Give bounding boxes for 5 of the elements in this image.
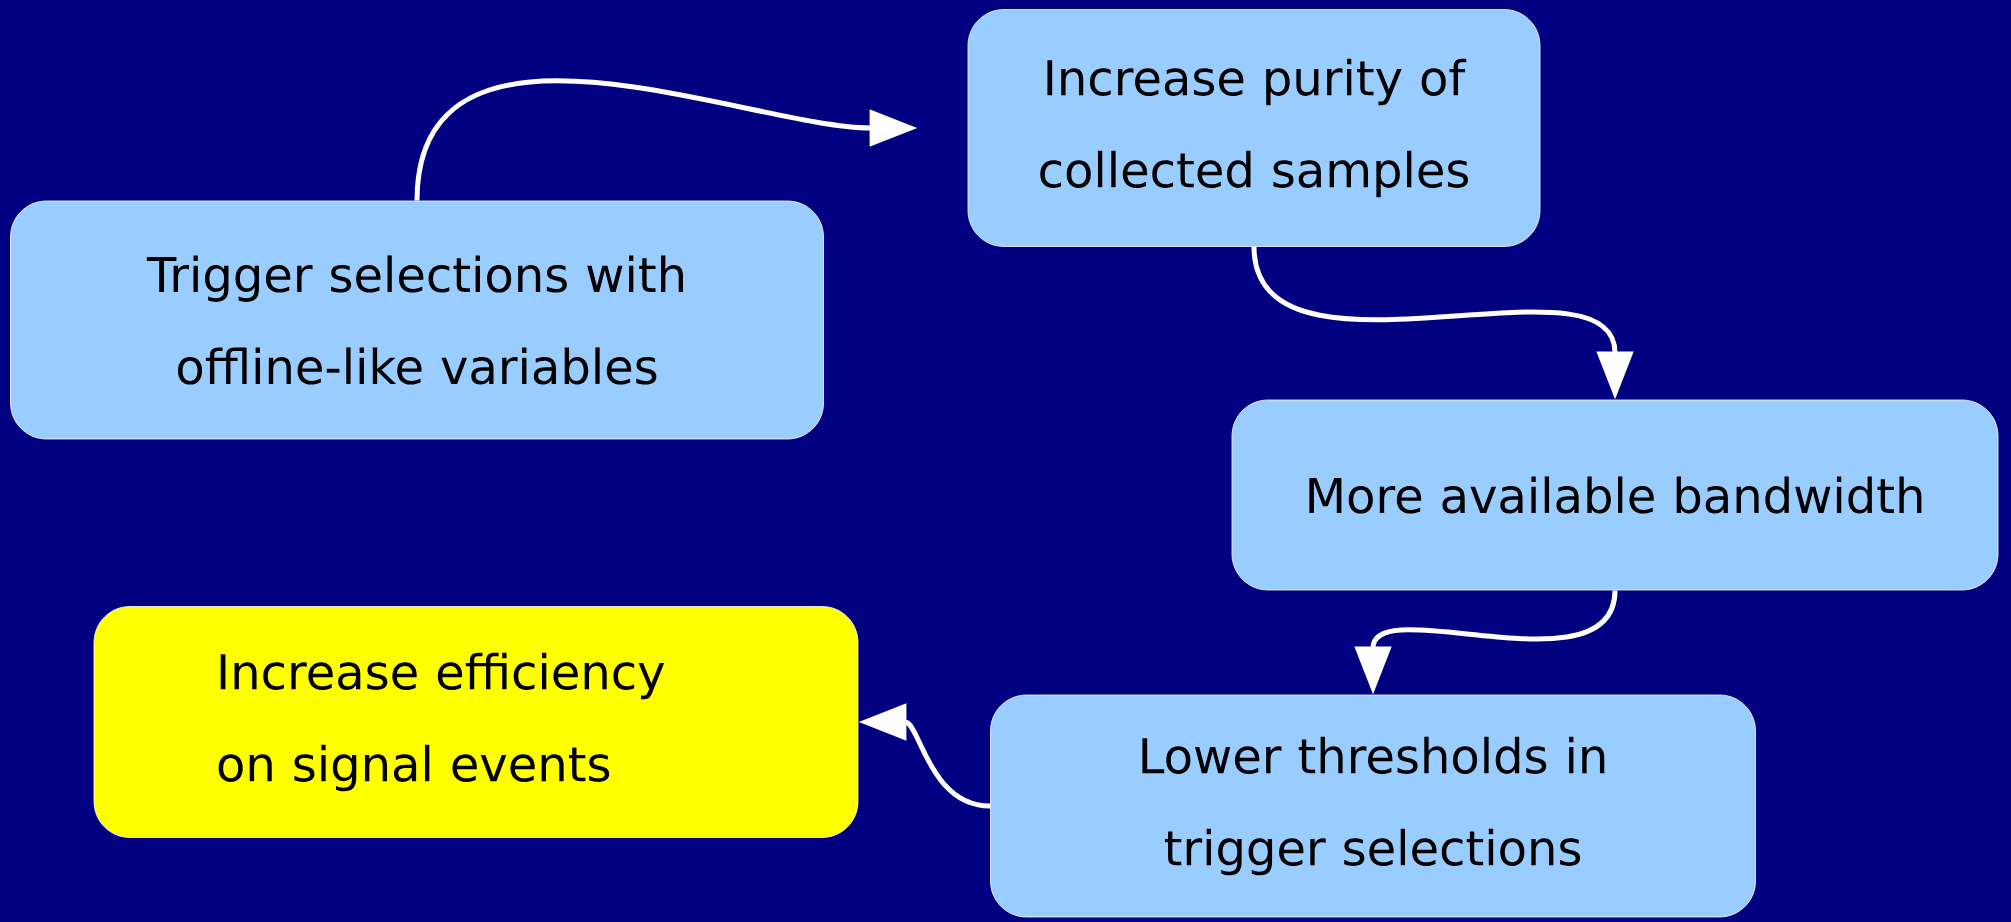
process-box: More available bandwidth [1231, 399, 1999, 591]
process-box: Trigger selections with offline-like variables [10, 200, 824, 440]
process-box: Lower thresholds in trigger selections [990, 694, 1756, 918]
process-box: Increase purity of collected samples [967, 9, 1541, 247]
process-box: Increase efficiency on signal events [93, 606, 859, 838]
